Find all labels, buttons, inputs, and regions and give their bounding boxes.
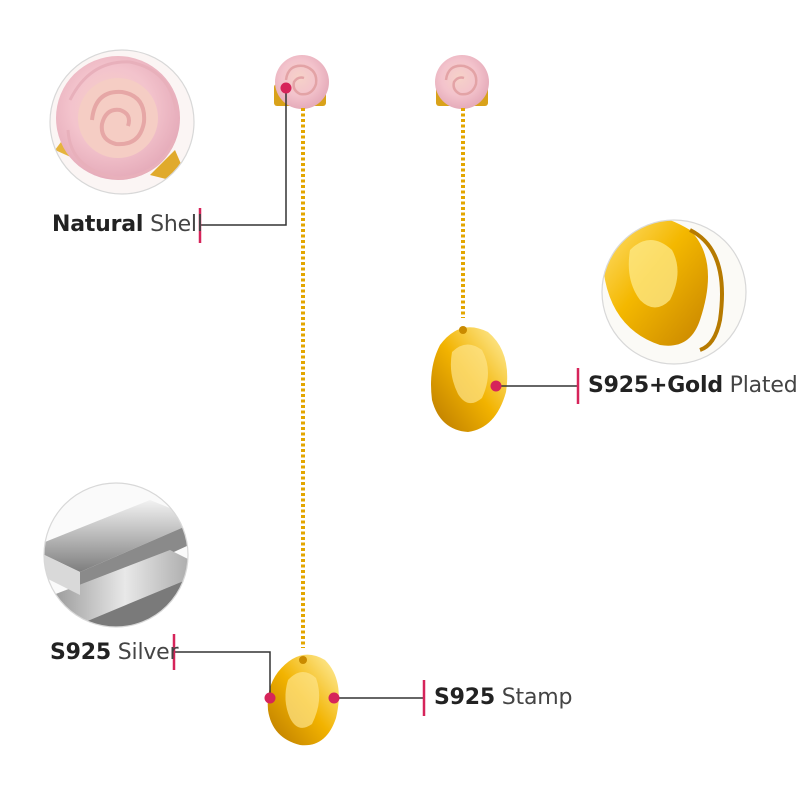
left-shell-rose (275, 55, 329, 109)
label-stamp: S925 Stamp (434, 687, 572, 709)
marker-dot (490, 380, 502, 392)
callout-gold-plated (496, 368, 580, 404)
label-stamp-bold: S925 (434, 685, 495, 710)
label-natural-shell: Natural Shell (52, 214, 203, 236)
silver-zoom-circle (43, 482, 189, 628)
callout-stamp (334, 680, 426, 716)
right-gold-petal (431, 326, 508, 432)
marker-dot (328, 692, 340, 704)
marker-dot (264, 692, 276, 704)
right-earring (431, 55, 508, 432)
left-earring (267, 55, 339, 746)
marker-dot (280, 82, 292, 94)
gold-zoom-circle (601, 219, 747, 365)
label-natural-shell-light: Shell (150, 212, 203, 237)
label-natural-shell-bold: Natural (52, 212, 144, 237)
shell-zoom-circle (49, 49, 195, 195)
callout-silver (172, 634, 271, 698)
label-silver-light: Silver (117, 640, 179, 665)
left-gold-petal (267, 654, 339, 746)
label-stamp-light: Stamp (501, 685, 573, 710)
label-silver-bold: S925 (50, 640, 111, 665)
right-shell-rose (435, 55, 489, 109)
callout-natural-shell (198, 88, 287, 243)
label-silver: S925 Silver (50, 640, 179, 665)
label-gold-plated-bold: S925+Gold (588, 373, 723, 398)
label-gold-plated: S925+Gold Plated (588, 373, 798, 398)
label-gold-plated-light: Plated (729, 373, 798, 398)
